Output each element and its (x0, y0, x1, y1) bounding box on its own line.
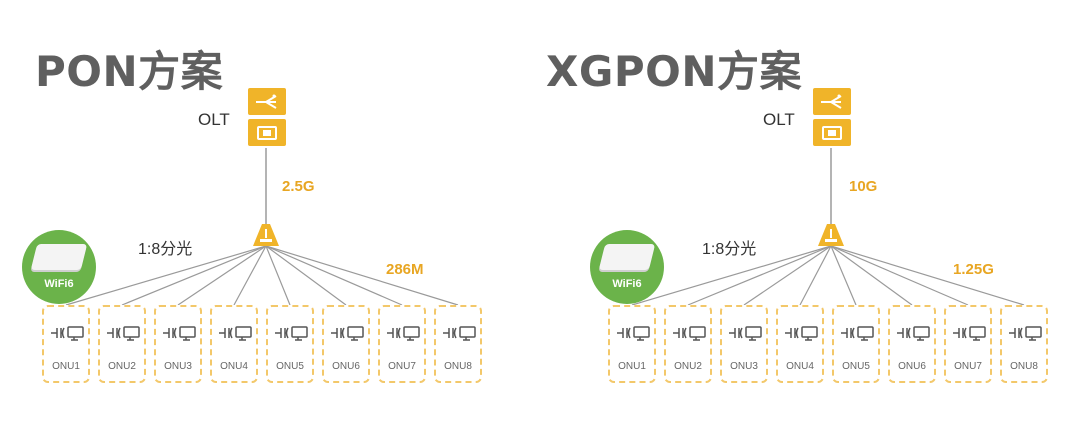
wifi-label: WiFi6 (612, 278, 642, 290)
onu-device-icon (617, 326, 650, 341)
onu-device: ONU7 (378, 305, 426, 383)
device-port-icon (248, 119, 286, 146)
downlink-speed: 1.25G (953, 261, 994, 278)
connection-lines (65, 148, 459, 306)
onu-label: ONU8 (444, 361, 472, 372)
onu-device-icon (387, 326, 420, 341)
split-ratio-label: 1:8分光 (138, 241, 193, 258)
connection-lines (631, 148, 1025, 306)
onu-label: ONU5 (276, 361, 304, 372)
onu-device: ONU8 (434, 305, 482, 383)
uplink-speed: 2.5G (282, 178, 315, 195)
downlink-speed: 286M (386, 261, 424, 278)
onu-label: ONU2 (108, 361, 136, 372)
olt-label: OLT (763, 110, 795, 129)
onu-label: ONU5 (842, 361, 870, 372)
onu-device: ONU3 (720, 305, 768, 383)
optical-splitter-icon (253, 224, 279, 246)
onu-label: ONU7 (954, 361, 982, 372)
onu-device-icon (51, 326, 84, 341)
onu-device-icon (443, 326, 476, 341)
xgpon-panel: XGPON方案 OLT 10G 1:8分光 1.25G WiFi6 ONU1 ON… (540, 0, 1080, 422)
wifi-access-point-icon: WiFi6 (590, 230, 664, 304)
onu-device-icon (275, 326, 308, 341)
onu-label: ONU6 (898, 361, 926, 372)
onu-device: ONU5 (266, 305, 314, 383)
onu-device-icon (1009, 326, 1042, 341)
onu-device-icon (673, 326, 706, 341)
onu-device: ONU7 (944, 305, 992, 383)
onu-label: ONU2 (674, 361, 702, 372)
onu-device: ONU5 (832, 305, 880, 383)
onu-device-icon (953, 326, 986, 341)
wifi-access-point-icon: WiFi6 (22, 230, 96, 304)
olt-device (813, 88, 851, 146)
onu-device: ONU4 (776, 305, 824, 383)
network-split-icon (248, 88, 286, 115)
onu-label: ONU8 (1010, 361, 1038, 372)
onu-label: ONU7 (388, 361, 416, 372)
onu-device-icon (163, 326, 196, 341)
onu-device-icon (785, 326, 818, 341)
onu-label: ONU3 (164, 361, 192, 372)
onu-device-icon (897, 326, 930, 341)
onu-device: ONU1 (42, 305, 90, 383)
panel-title: PON方案 (35, 47, 224, 96)
onu-device: ONU6 (888, 305, 936, 383)
onu-device: ONU1 (608, 305, 656, 383)
onu-label: ONU1 (618, 361, 646, 372)
onu-label: ONU6 (332, 361, 360, 372)
panel-title: XGPON方案 (546, 47, 802, 96)
onu-label: ONU4 (220, 361, 248, 372)
split-ratio-label: 1:8分光 (702, 241, 757, 258)
onu-device-icon (331, 326, 364, 341)
device-port-icon (813, 119, 851, 146)
onu-device: ONU8 (1000, 305, 1048, 383)
olt-device (248, 88, 286, 146)
onu-device: ONU6 (322, 305, 370, 383)
pon-panel: PON方案 OLT 2.5G 1:8分光 286M WiFi6 ONU1 ONU2… (22, 47, 482, 383)
onu-device-icon (219, 326, 252, 341)
onu-device: ONU3 (154, 305, 202, 383)
onu-device: ONU2 (664, 305, 712, 383)
onu-device: ONU4 (210, 305, 258, 383)
onu-label: ONU4 (786, 361, 814, 372)
onu-label: ONU1 (52, 361, 80, 372)
wifi-label: WiFi6 (44, 278, 74, 290)
onu-device-icon (107, 326, 140, 341)
uplink-speed: 10G (849, 178, 878, 195)
onu-device-icon (729, 326, 762, 341)
onu-label: ONU3 (730, 361, 758, 372)
onu-device-icon (841, 326, 874, 341)
olt-label: OLT (198, 110, 230, 129)
network-split-icon (813, 88, 851, 115)
onu-device: ONU2 (98, 305, 146, 383)
optical-splitter-icon (818, 224, 844, 246)
